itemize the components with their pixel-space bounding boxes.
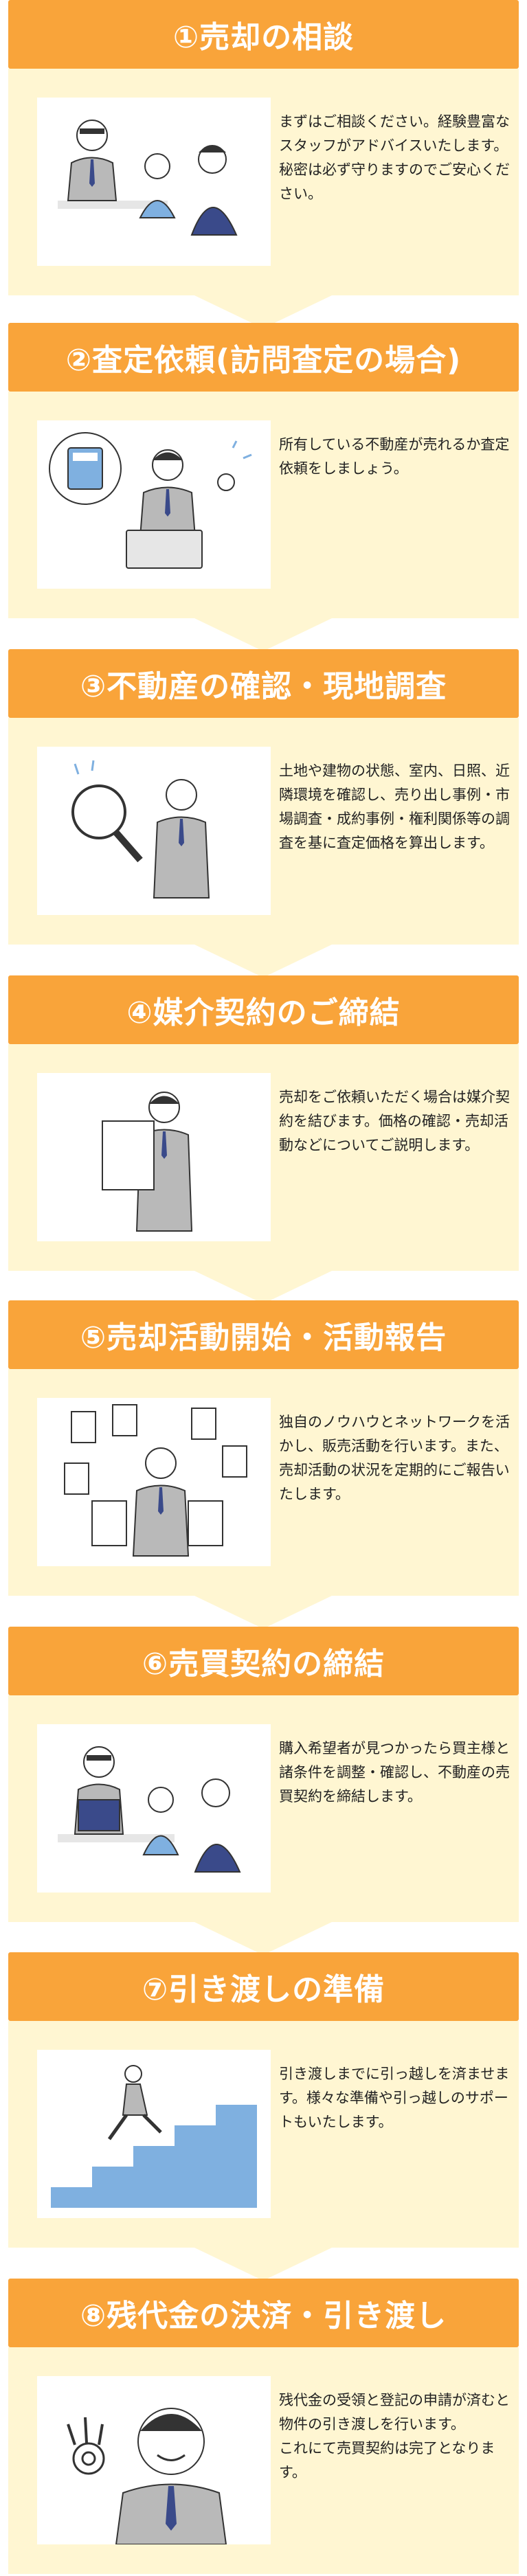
step-description: 所有している不動産が売れるか査定依頼をしましょう。 (279, 436, 510, 477)
step-title: ⑦引き渡しの準備 (142, 1972, 385, 2007)
magnifier-icon (71, 760, 210, 899)
step-description: 購入希望者が見つかったら買主様と諸条件を調整・確認し、不動産の売買契約を締結しま… (279, 1740, 510, 1805)
step-title: ⑥売買契約の締結 (142, 1647, 385, 1682)
agent-with-document-illustration (37, 1073, 271, 1241)
step-title: ①売却の相談 (172, 20, 355, 55)
down-arrow-icon (194, 945, 332, 978)
step-header: ⑤売却活動開始・活動報告 (8, 1300, 519, 1369)
step-body: 土地や建物の状態、室内、日照、近隣環境を確認し、売り出し事例・市場調査・成約事例… (8, 718, 519, 945)
down-arrow-icon (194, 2248, 332, 2281)
step-description: 独自のノウハウとネットワークを活かし、販売活動を行います。また、売却活動の状況を… (279, 1414, 510, 1502)
step-description: まずはご相談ください。経験豊富なスタッフがアドバイスいたします。秘密は必ず守りま… (279, 113, 510, 202)
down-arrow-icon (194, 1596, 332, 1629)
step-header: ②査定依頼(訪問査定の場合) (8, 323, 519, 392)
step-body: 購入希望者が見つかったら買主様と諸条件を調整・確認し、不動産の売買契約を締結しま… (8, 1695, 519, 1922)
step-description: 土地や建物の状態、室内、日照、近隣環境を確認し、売り出し事例・市場調査・成約事例… (279, 762, 510, 851)
step-title: ③不動産の確認・現地調査 (80, 669, 447, 704)
step-body: 独自のノウハウとネットワークを活かし、販売活動を行います。また、売却活動の状況を… (8, 1369, 519, 1596)
flyers-icon (64, 1404, 247, 1557)
step-title: ②査定依頼(訪問査定の場合) (65, 343, 462, 378)
down-arrow-icon (194, 1271, 332, 1304)
step-body: 売却をご依頼いただく場合は媒介契約を結びます。価格の確認・売却活動などについてご… (8, 1044, 519, 1271)
step-body: 引き渡しまでに引っ越しを済ませます。様々な準備や引っ越しのサポートもいたします。 (8, 2021, 519, 2248)
agent-with-flyers-illustration (37, 1398, 271, 1566)
down-arrow-icon (194, 1922, 332, 1955)
calculator-icon (49, 432, 252, 569)
agent-ok-sign-illustration (37, 2376, 271, 2544)
step-body: 所有している不動産が売れるか査定依頼をしましょう。 (8, 392, 519, 618)
step-header: ⑦引き渡しの準備 (8, 1952, 519, 2021)
step-header: ⑧残代金の決済・引き渡し (8, 2279, 519, 2347)
step-description: 残代金の受領と登記の申請が済むと物件の引き渡しを行います。 これにて売買契約は完… (279, 2392, 510, 2481)
consultation-meeting-icon (58, 120, 238, 236)
agent-with-magnifier-illustration (37, 747, 271, 915)
step-description: 引き渡しまでに引っ越しを済ませます。様々な準備や引っ越しのサポートもいたします。 (279, 2066, 510, 2130)
step-title: ⑧残代金の決済・引き渡し (80, 2298, 447, 2334)
step-title: ④媒介契約のご締結 (126, 995, 401, 1030)
step-header: ①売却の相談 (8, 0, 519, 69)
document-icon (102, 1092, 193, 1232)
ok-sign-icon (67, 2408, 227, 2544)
step-header: ④媒介契約のご締結 (8, 975, 519, 1044)
step-body: 残代金の受領と登記の申請が済むと物件の引き渡しを行います。 これにて売買契約は完… (8, 2347, 519, 2574)
step-body: まずはご相談ください。経験豊富なスタッフがアドバイスいたします。秘密は必ず守りま… (8, 69, 519, 295)
contract-meeting-icon (58, 1746, 241, 1873)
stairs-icon (51, 2065, 257, 2208)
contract-meeting-illustration (37, 1724, 271, 1893)
running-up-stairs-illustration (37, 2050, 271, 2218)
step-header: ⑥売買契約の締結 (8, 1627, 519, 1695)
step-title: ⑤売却活動開始・活動報告 (80, 1320, 447, 1355)
down-arrow-icon (194, 618, 332, 651)
step-description: 売却をご依頼いただく場合は媒介契約を結びます。価格の確認・売却活動などについてご… (279, 1089, 510, 1153)
consultation-meeting-illustration (37, 98, 271, 266)
step-header: ③不動産の確認・現地調査 (8, 649, 519, 718)
agent-with-calculator-illustration (37, 420, 271, 589)
